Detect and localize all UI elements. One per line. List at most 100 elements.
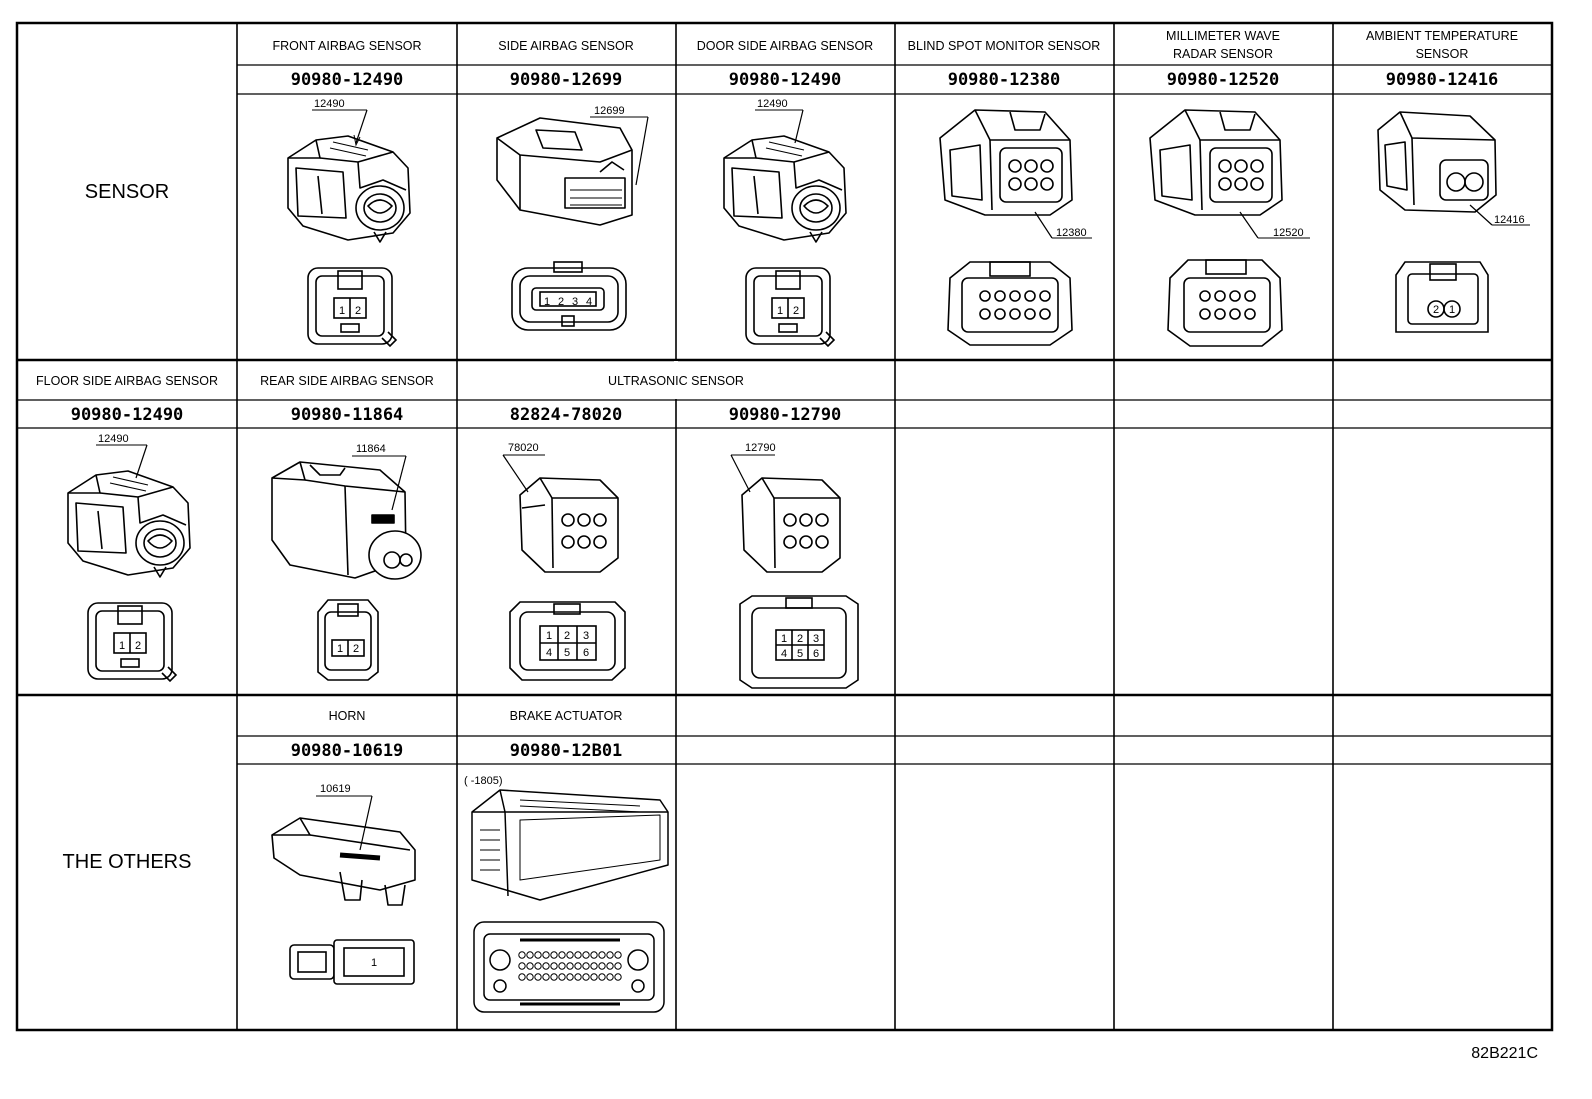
label-door-side-airbag-sensor: DOOR SIDE AIRBAG SENSOR	[697, 39, 873, 53]
part-number-front-airbag: 90980-12490	[291, 70, 404, 90]
connector-blind-spot-face	[947, 261, 1073, 346]
connector-side-airbag-iso: 12699	[496, 105, 649, 226]
pin-6: 6	[813, 648, 819, 660]
section-others-label: THE OTHERS	[63, 851, 192, 873]
label-ambient-temp-line1: AMBIENT TEMPERATURE	[1366, 29, 1518, 43]
pin-cavity	[574, 973, 582, 981]
pin-cavity	[518, 962, 526, 970]
pin-cavity	[582, 951, 590, 959]
pin-1: 1	[337, 643, 343, 655]
connector-brake-actuator-face	[473, 921, 665, 1013]
label-front-airbag-sensor: FRONT AIRBAG SENSOR	[272, 39, 421, 53]
pin-cavity	[558, 973, 566, 981]
callout-rear-side-airbag: 11864	[356, 443, 386, 455]
pin-cavity	[550, 951, 558, 959]
part-number-millimeter-wave: 90980-12520	[1167, 70, 1280, 90]
connector-brake-actuator-iso	[471, 789, 669, 901]
pin-3: 3	[572, 296, 578, 308]
connector-blind-spot-iso: 12380	[939, 109, 1092, 239]
connector-rear-side-airbag-iso: 11864	[271, 443, 422, 580]
pin-cavity	[614, 951, 622, 959]
pin-cavity	[526, 951, 534, 959]
connector-rear-side-airbag-face	[317, 599, 379, 681]
connector-ambient-temp-iso: 12416	[1377, 111, 1530, 226]
pin-cavity	[558, 951, 566, 959]
pin-cavity	[598, 962, 606, 970]
pin-cavity	[614, 973, 622, 981]
pin-2: 2	[1433, 304, 1439, 316]
callout-ultrasonic-78020: 78020	[508, 442, 539, 454]
label-horn: HORN	[329, 709, 366, 723]
pin-cavity	[606, 973, 614, 981]
pin-cavity	[598, 973, 606, 981]
pin-cavity	[550, 973, 558, 981]
connector-ultrasonic-12790-iso: 12790	[730, 442, 841, 573]
pin-cavity	[590, 962, 598, 970]
label-brake-actuator: BRAKE ACTUATOR	[510, 709, 623, 723]
pin-4: 4	[781, 648, 787, 660]
part-number-ultrasonic-2: 90980-12790	[729, 405, 842, 425]
section-sensor-label: SENSOR	[85, 181, 169, 203]
pin-4: 4	[586, 296, 592, 308]
pin-1: 1	[339, 305, 345, 317]
pin-cavity	[566, 973, 574, 981]
callout-ultrasonic-12790: 12790	[745, 442, 776, 454]
label-millimeter-wave-line1: MILLIMETER WAVE	[1166, 29, 1280, 43]
connector-front-airbag-face: 1 2	[307, 267, 397, 347]
connector-front-airbag-iso: 12490	[287, 98, 411, 243]
pin-cavity	[534, 962, 542, 970]
pin-2: 2	[135, 640, 141, 652]
pin-cavity	[606, 962, 614, 970]
pin-5: 5	[564, 647, 570, 659]
pin-cavity	[558, 962, 566, 970]
pin-cavity	[614, 962, 622, 970]
connector-side-airbag-face	[511, 261, 627, 331]
part-number-blind-spot: 90980-12380	[948, 70, 1061, 90]
pin-cavity	[542, 973, 550, 981]
callout-blind-spot: 12380	[1056, 227, 1087, 239]
label-ultrasonic-sensor: ULTRASONIC SENSOR	[608, 374, 744, 388]
pin-cavity	[550, 962, 558, 970]
label-side-airbag-sensor: SIDE AIRBAG SENSOR	[498, 39, 633, 53]
connector-ultrasonic-78020-face	[509, 601, 626, 681]
pin-cavity	[566, 951, 574, 959]
part-number-floor-side-airbag: 90980-12490	[71, 405, 184, 425]
part-number-ultrasonic-1: 82824-78020	[510, 405, 623, 425]
label-millimeter-wave-line2: RADAR SENSOR	[1173, 47, 1273, 61]
part-number-horn: 90980-10619	[291, 741, 404, 761]
connector-ultrasonic-78020-iso: 78020	[502, 442, 619, 573]
pin-cavity	[518, 973, 526, 981]
label-ambient-temp-line2: SENSOR	[1416, 47, 1469, 61]
connector-ultrasonic-12790-face	[739, 595, 859, 689]
pin-cavity	[590, 973, 598, 981]
part-number-rear-side-airbag: 90980-11864	[291, 405, 404, 425]
callout-door-side-airbag: 12490	[757, 98, 788, 110]
pin-cavity	[526, 973, 534, 981]
pin-2: 2	[793, 305, 799, 317]
pin-6: 6	[583, 647, 589, 659]
callout-brake-actuator: ( -1805)	[464, 775, 503, 787]
pin-cavity	[566, 962, 574, 970]
label-rear-side-airbag-sensor: REAR SIDE AIRBAG SENSOR	[260, 374, 434, 388]
pin-cavity	[534, 973, 542, 981]
pin-2: 2	[564, 630, 570, 642]
part-number-door-side-airbag: 90980-12490	[729, 70, 842, 90]
connector-floor-side-airbag-face: 1 2	[87, 602, 177, 682]
pin-cavity	[598, 951, 606, 959]
pin-1: 1	[777, 305, 783, 317]
connector-ambient-temp-face	[1395, 261, 1489, 333]
pin-3: 3	[583, 630, 589, 642]
callout-millimeter-wave: 12520	[1273, 227, 1304, 239]
callout-floor-side-airbag: 12490	[98, 433, 129, 445]
brake-actuator-pin-array	[518, 951, 622, 981]
pin-1: 1	[371, 957, 377, 969]
connector-door-side-airbag-face: 1 2	[745, 267, 835, 347]
pin-1: 1	[544, 296, 550, 308]
pin-2: 2	[558, 296, 564, 308]
pin-cavity	[590, 951, 598, 959]
part-number-side-airbag: 90980-12699	[510, 70, 623, 90]
connector-horn-iso: 10619	[271, 783, 416, 906]
pin-cavity	[606, 951, 614, 959]
label-blind-spot-monitor-sensor: BLIND SPOT MONITOR SENSOR	[908, 39, 1101, 53]
